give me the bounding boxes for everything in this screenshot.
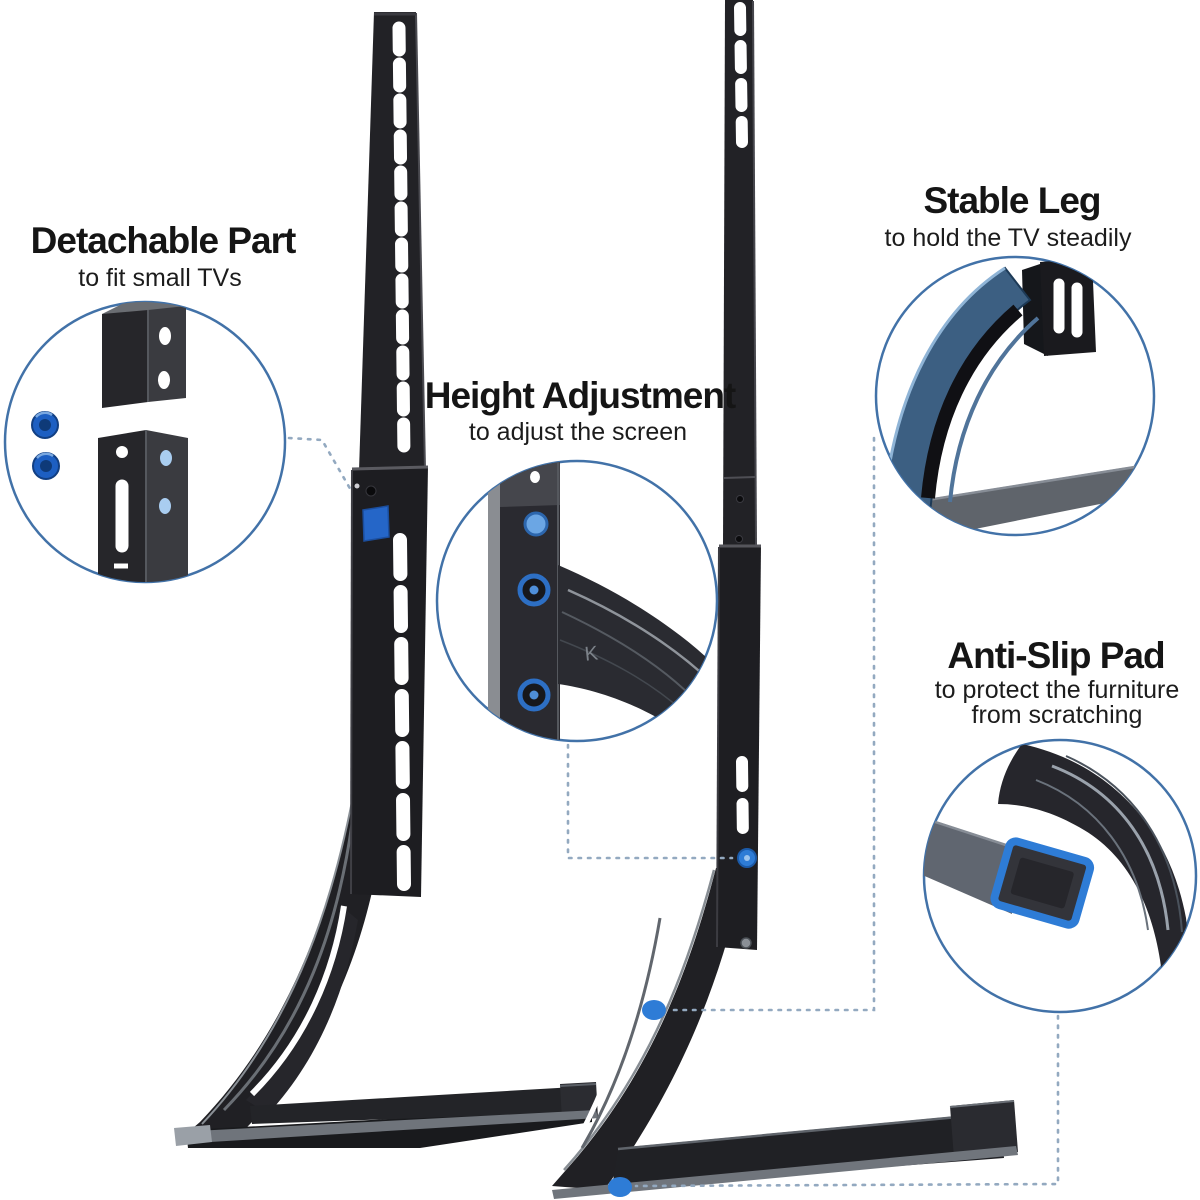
callout-anti-slip: Anti-Slip Pad to protect the furniture f… — [922, 635, 1198, 1014]
antislip-title: Anti-Slip Pad — [947, 635, 1164, 676]
height-adjust-screw-highlight — [744, 855, 750, 861]
metal-stamp-letter: K — [584, 642, 600, 665]
right-leg-upper-column — [723, 0, 757, 547]
joint-screw-hole — [365, 485, 377, 497]
height-adjustment-marker-square — [362, 505, 390, 542]
leader-anti-slip — [634, 1014, 1060, 1188]
leader-detachable — [287, 436, 354, 494]
callout-height-adjustment: K Height Adjustment to adjust the screen — [425, 375, 737, 743]
right-leg-foot — [552, 866, 1018, 1199]
stable-subtitle: to hold the TV steadily — [885, 224, 1132, 252]
detachable-title: Detachable Part — [31, 220, 296, 261]
left-leg-lower-column — [350, 465, 429, 897]
anti-slip-marker-dot — [608, 1177, 632, 1197]
leader-stable-leg — [668, 436, 876, 1012]
detachable-screws — [31, 411, 60, 480]
anti-slip-pad-highlight — [990, 837, 1095, 929]
antislip-closeup — [924, 744, 1188, 998]
height-adjust-screws — [517, 573, 551, 712]
leader-height-adjustment — [566, 743, 734, 860]
antislip-subtitle-line1: to protect the furniture — [935, 676, 1180, 704]
leader-lines — [287, 436, 1060, 1188]
vesa-holes-right-lower — [736, 756, 749, 848]
callout-detachable: Detachable Part to fit small TVs — [3, 220, 297, 584]
callout-stable-leg: Stable Leg to hold the TV steadily — [874, 180, 1156, 537]
detachable-subtitle: to fit small TVs — [78, 264, 241, 292]
vesa-slots-left-lower — [393, 533, 411, 891]
vesa-holes-left-upper — [392, 21, 411, 463]
antislip-subtitle-line2: from scratching — [972, 701, 1143, 729]
stable-title: Stable Leg — [923, 180, 1100, 221]
height-title: Height Adjustment — [425, 375, 736, 416]
height-subtitle: to adjust the screen — [469, 418, 687, 446]
left-leg-upper-column — [359, 12, 426, 471]
right-leg-lower-column — [716, 544, 761, 950]
left-leg — [174, 12, 598, 1148]
vesa-holes-right-upper — [734, 2, 748, 148]
detachable-closeup — [31, 302, 188, 582]
leg-junction-screw — [740, 937, 752, 949]
stable-leg-marker-dot — [642, 1000, 666, 1020]
